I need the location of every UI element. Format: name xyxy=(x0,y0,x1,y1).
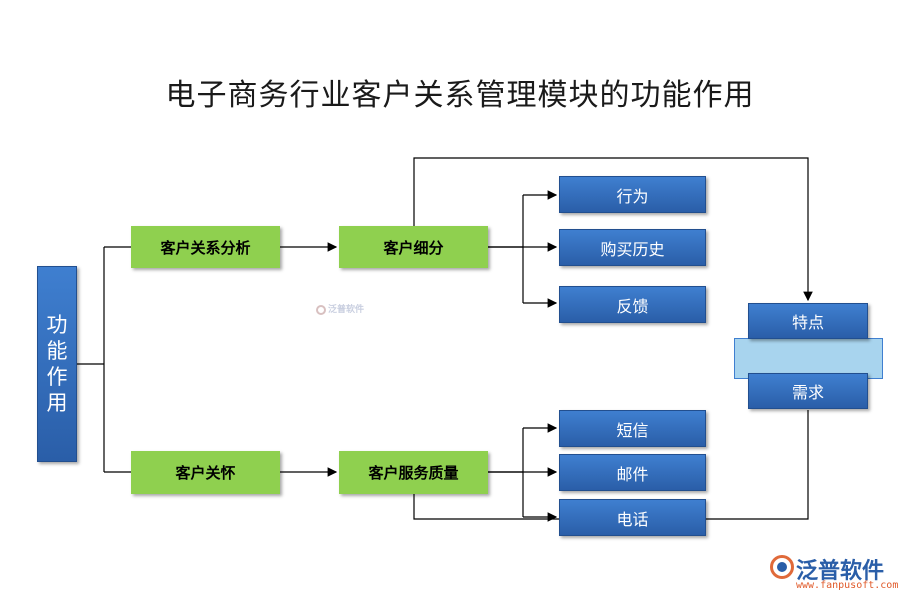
brand-name: 泛普软件 xyxy=(796,559,885,584)
node-feedback: 反馈 xyxy=(559,286,706,323)
brand-url: www.fanpusoft.com xyxy=(796,580,899,591)
watermark-logo-icon xyxy=(316,304,326,315)
node-service-quality: 客户服务质量 xyxy=(339,451,488,494)
root-char-2: 能 xyxy=(46,339,68,363)
node-behavior: 行为 xyxy=(559,176,706,213)
root-char-3: 作 xyxy=(46,365,68,389)
brand-logo-icon xyxy=(770,555,794,579)
features-needs-band xyxy=(734,338,883,379)
node-email: 邮件 xyxy=(559,454,706,491)
node-phone: 电话 xyxy=(559,499,706,536)
node-customer-care: 客户关怀 xyxy=(131,451,280,494)
root-char-4: 用 xyxy=(46,391,68,415)
node-sms: 短信 xyxy=(559,410,706,447)
root-char-1: 功 xyxy=(46,313,68,337)
node-relationship-analysis: 客户关系分析 xyxy=(131,226,280,268)
root-node-function: 功 能 作 用 xyxy=(37,266,77,462)
watermark-small: 泛普软件 xyxy=(316,302,364,315)
node-features: 特点 xyxy=(748,303,868,339)
node-customer-segment: 客户细分 xyxy=(339,226,488,268)
diagram-title: 电子商务行业客户关系管理模块的功能作用 xyxy=(165,78,755,113)
node-needs: 需求 xyxy=(748,373,868,409)
node-purchase-history: 购买历史 xyxy=(559,229,706,266)
